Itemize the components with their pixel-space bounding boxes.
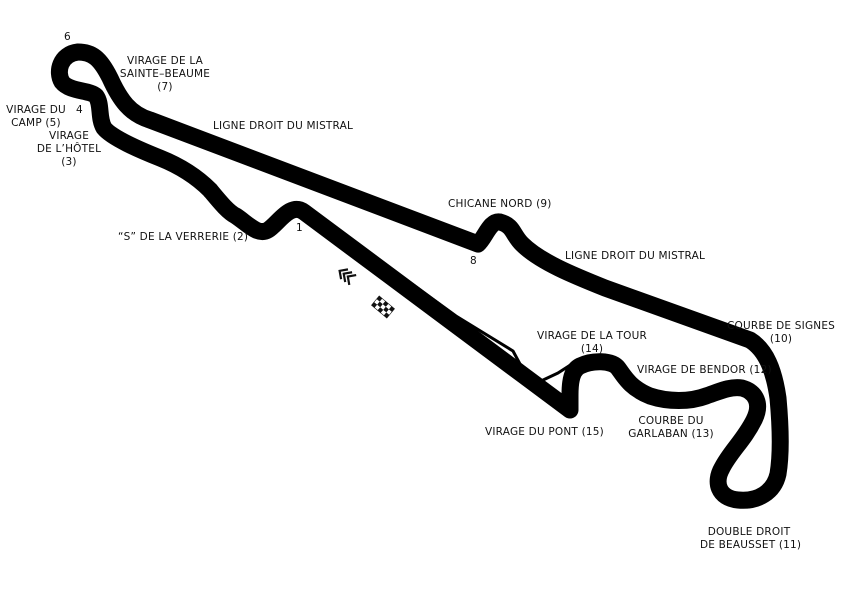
- label-bendor: VIRAGE DE BENDOR (12): [637, 364, 772, 376]
- label-sainte-baume: VIRAGE DE LA SAINTE–BEAUME (7): [118, 55, 212, 94]
- label-line: DOUBLE DROIT: [707, 526, 791, 538]
- turn-number-6: 6: [64, 31, 71, 43]
- label-line: (3): [61, 156, 77, 168]
- label-verrerie: “S” DE LA VERRERIE (2): [118, 231, 249, 243]
- label-line: VIRAGE DU: [6, 104, 66, 116]
- label-mistral-2: LIGNE DROIT DU MISTRAL: [565, 250, 706, 262]
- turn-number-1: 1: [296, 222, 303, 234]
- label-chicane-nord: CHICANE NORD (9): [448, 198, 552, 210]
- label-beausset: DOUBLE DROIT DE BEAUSSET (11): [700, 526, 802, 552]
- chevron-left-icon: [338, 268, 357, 286]
- label-line: VIRAGE: [48, 130, 90, 142]
- turn-number-4: 4: [76, 104, 83, 116]
- label-line: (14): [580, 343, 604, 355]
- label-hotel: VIRAGE DE L’HÔTEL (3): [34, 130, 104, 169]
- label-line: (7): [157, 81, 173, 93]
- label-pont: VIRAGE DU PONT (15): [485, 426, 604, 438]
- label-camp: VIRAGE DU CAMP (5): [4, 104, 68, 130]
- label-line: GARLABAN (13): [628, 428, 714, 440]
- label-line: SAINTE–BEAUME: [119, 68, 211, 80]
- track-outline: [50, 43, 789, 509]
- label-garlaban: COURBE DU GARLABAN (13): [626, 415, 716, 441]
- label-mistral-1: LIGNE DROIT DU MISTRAL: [213, 120, 354, 132]
- label-line: VIRAGE DE LA TOUR: [537, 330, 647, 342]
- turn-number-8: 8: [470, 255, 477, 267]
- label-signes: COURBE DE SIGNES (10): [726, 320, 836, 346]
- label-la-tour: VIRAGE DE LA TOUR (14): [536, 330, 648, 356]
- checkered-flag-icon: [371, 295, 395, 319]
- label-line: DE L’HÔTEL: [36, 143, 102, 155]
- label-line: COURBE DU: [638, 415, 704, 427]
- label-line: VIRAGE DE LA: [127, 55, 203, 67]
- label-line: COURBE DE SIGNES: [726, 320, 836, 332]
- label-line: DE BEAUSSET (11): [700, 539, 802, 551]
- label-line: (10): [769, 333, 793, 345]
- label-line: CAMP (5): [11, 117, 61, 129]
